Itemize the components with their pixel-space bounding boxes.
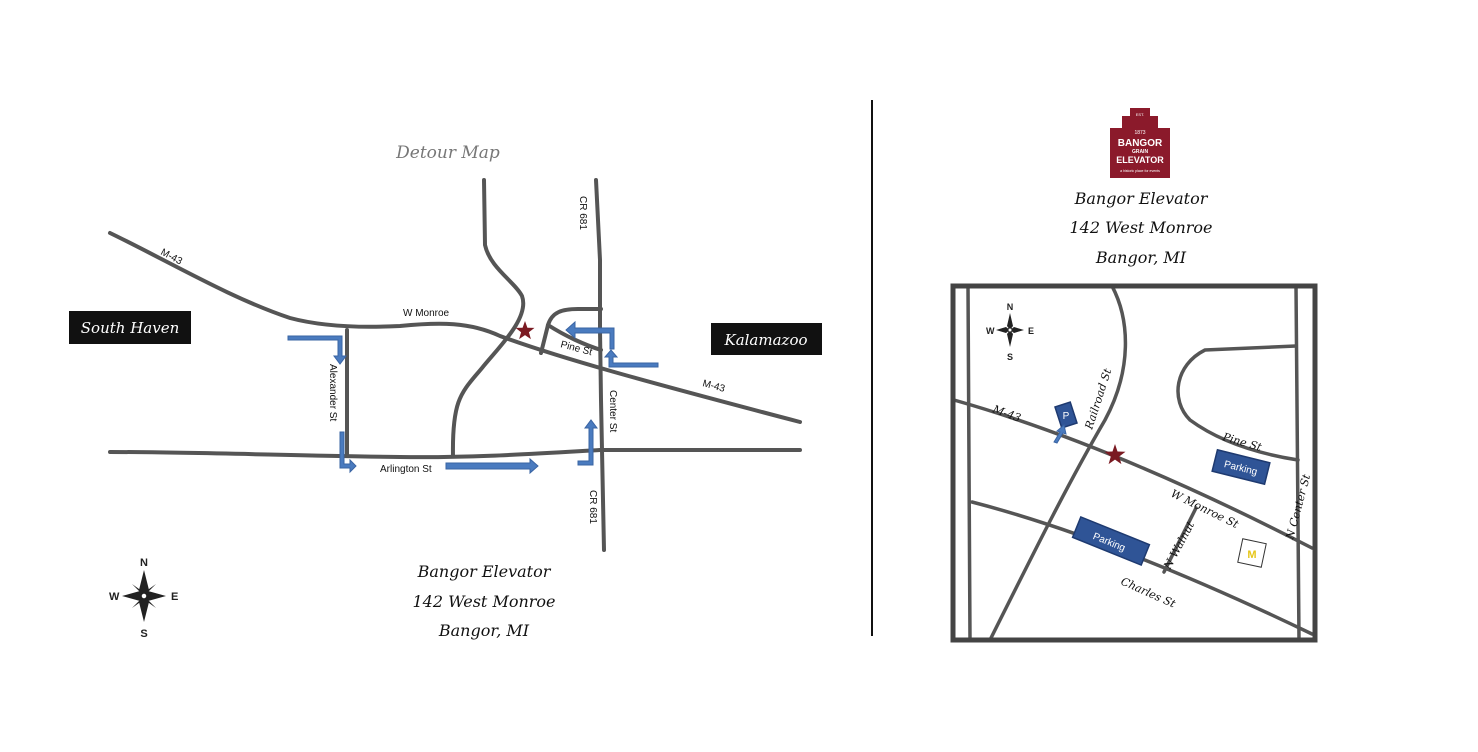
location-star-icon [515,321,535,340]
detail-address-city: Bangor, MI [1095,248,1187,267]
logo-line2: GRAIN [1132,149,1149,155]
parking-small: P [1053,401,1078,444]
logo-year: 1873 [1134,130,1145,136]
detail-label-n-center: N Center St [1283,472,1313,541]
marker-m-box: M [1237,538,1267,568]
compass-n: N [140,557,148,569]
label-cr681-north: CR 681 [577,196,588,230]
label-center-st: Center St [607,390,618,432]
detail-label-pine: Pine St [1220,430,1264,454]
railroad-road [450,178,526,458]
detail-label-charles: Charles St [1119,575,1178,611]
svg-text:P: P [1063,411,1070,422]
detour-arrow-3 [445,457,539,475]
city-south-haven-label: South Haven [81,319,179,337]
label-alexander: Alexander St [327,364,338,421]
compass-w: W [109,591,120,603]
svg-text:N: N [1007,302,1014,312]
detour-arrow-1 [287,335,347,365]
detour-map-title: Detour Map [395,143,500,163]
compass-e: E [171,591,178,603]
bangor-elevator-logo: EST. 1873 BANGOR GRAIN ELEVATOR a histor… [1110,108,1170,178]
compass-rose-icon: N S E W [109,557,178,640]
detour-address-name: Bangor Elevator [417,562,552,581]
detail-map-frame [950,283,1318,643]
detour-arrow-4 [577,419,598,466]
arlington-road [108,448,802,460]
parking-charles: Parking [1071,515,1151,567]
city-south-haven: South Haven [69,311,191,344]
detail-label-railroad: Railroad St [1082,366,1114,431]
label-m43-east: M-43 [701,378,726,395]
detail-compass-icon: N S E W [986,302,1034,362]
detour-address-street: 142 West Monroe [412,592,555,611]
logo-line1: BANGOR [1118,138,1163,149]
detour-arrow-5 [603,349,659,368]
city-kalamazoo-label: Kalamazoo [723,331,807,349]
logo-tagline: a historic place for events [1120,169,1160,173]
detour-arrow-6 [565,320,615,350]
svg-text:M: M [1247,549,1256,561]
detail-label-n-walnut: N Walnut [1161,519,1198,573]
svg-text:S: S [1007,352,1013,362]
logo-line3: ELEVATOR [1116,155,1164,165]
svg-text:E: E [1028,326,1034,336]
detail-address-name: Bangor Elevator [1074,189,1209,208]
parking-pine: Parking [1211,448,1271,486]
compass-s: S [140,628,147,640]
city-kalamazoo: Kalamazoo [711,323,822,355]
detail-label-m43: M-43 [990,402,1023,424]
svg-text:W: W [986,326,995,336]
logo-est: EST. [1136,112,1144,117]
detail-location-star-icon [1104,444,1126,465]
pine-st-road [546,323,603,352]
detour-arrow-2 [339,431,357,474]
detour-arrows [287,320,659,475]
m43-road [108,231,802,424]
label-cr681-south: CR 681 [587,490,598,524]
detour-map: Detour Map M-43 W Monroe Alexander St Ar… [69,143,822,640]
detail-address-street: 142 West Monroe [1069,218,1212,237]
detail-map: EST. 1873 BANGOR GRAIN ELEVATOR a histor… [950,108,1318,643]
label-arlington: Arlington St [380,464,432,475]
detour-address-city: Bangor, MI [438,621,530,640]
label-w-monroe: W Monroe [403,308,450,319]
